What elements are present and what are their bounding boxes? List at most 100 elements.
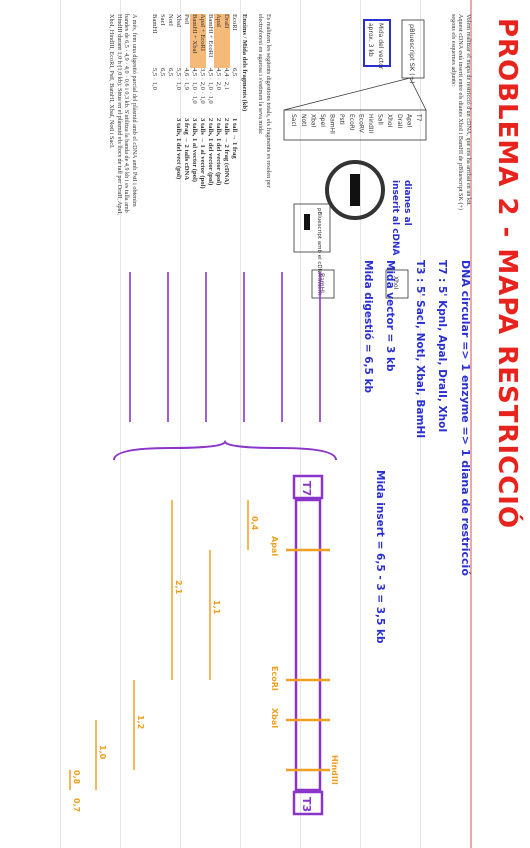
annotation-row: 3 talls → 1 al vector (pol) — [199, 118, 206, 189]
annotation-row: 2 talls, 1 del vector (pol) — [207, 118, 214, 186]
polylinker-site: XhoI — [386, 114, 393, 128]
vector-label: pBluescript SK (+) — [408, 24, 416, 84]
brace — [113, 440, 337, 461]
annotation-row: 3 frag → 2 talls cDNA — [183, 118, 190, 181]
site-bamhi: BamHI — [318, 273, 325, 293]
digest-enzyme: EcoRI — [231, 14, 238, 31]
digest-row: EcoRI 6,5 — [230, 14, 238, 104]
construct-box — [293, 203, 331, 253]
polylinker-site: T7 — [415, 113, 422, 122]
annotation-row: 2 talls, 1 del vector (pol) — [215, 118, 222, 186]
site-label-hindiii: HindIII — [330, 755, 339, 785]
polylinker-list: T7ApaIDraIIXhoISalIHindIIIEcoRVEcoRIPstI… — [290, 113, 422, 134]
pointer-line — [283, 77, 411, 111]
polylinker-site: SpeI — [319, 114, 326, 127]
polylinker-site: SalI — [377, 114, 384, 125]
polylinker-site: PstI — [338, 114, 345, 125]
annotation-row: 3 talls, 1 del vect (pol) — [175, 118, 182, 180]
rule-line — [420, 0, 421, 848]
site-box-bamhi — [311, 269, 335, 299]
note-t3: T3 : 5' SacI, NotI, XbaI, BamHI — [414, 260, 426, 439]
vector-size-label: Mida del vector — [377, 23, 384, 70]
intro-text: Volem realitzar el mapa de restricció d'… — [449, 14, 472, 211]
digest-enzyme: SacI — [159, 14, 166, 26]
rule-line — [360, 0, 361, 848]
rule-line — [300, 0, 301, 848]
site-label-ecori: EcoRI — [270, 666, 279, 691]
construct-insert — [304, 214, 310, 230]
plasmid-circle — [325, 160, 385, 220]
size-label: 1,0 — [98, 745, 107, 760]
note-vector-size: Mida vector = 3 kb — [384, 260, 396, 372]
digest-enzyme: BamHI + XbaI — [190, 14, 198, 68]
digest-sizes: 6,5 — [231, 68, 238, 77]
annotation-row: 1 tall → 1 frag — [231, 118, 238, 159]
vector-size-box — [363, 19, 391, 67]
digest-sizes: 3,5 · 2,0 · 1,0 — [199, 68, 206, 104]
digest-enzyme: DraII — [222, 14, 230, 68]
digest-sizes: 4,4 · 2,1 — [223, 68, 230, 90]
digest-sizes: 4,5 · 1,0 · 1,0 — [207, 68, 214, 104]
note-dianes: dianes al — [402, 180, 412, 226]
polylinker-site: BamHI — [329, 114, 336, 134]
digest-intro: Es realitzen les següents digestions tot… — [257, 14, 272, 188]
construct-caption: pBluescript amb el cDNA inserit — [316, 208, 322, 296]
page-title: PROBLEMA 2 - MAPA RESTRICCIÓ — [492, 18, 522, 530]
footer-text: A més, fem una digestió parcial del plàs… — [108, 14, 138, 215]
digest-sizes: 4,5 · 2,0 — [215, 68, 222, 90]
map-insert-bar — [294, 498, 322, 792]
map-t7-box — [292, 474, 324, 500]
note-dna-circular: DNA circular => 1 enzyme => 1 diana de r… — [459, 260, 472, 576]
rule-line — [60, 0, 61, 848]
digest-enzyme: BamHI — [151, 14, 158, 34]
digest-sizes: 4,6 · 1,9 — [183, 68, 190, 90]
size-label: 1,2 — [136, 715, 145, 729]
note-digest-size: Mida digestió = 6,5 kb — [362, 260, 374, 394]
digest-row: BamHI + XbaI4,5 · 1,0 · 1,0 — [190, 14, 198, 104]
size-label: 0,4 — [250, 516, 259, 531]
construct-diagram: pBluescript amb el cDNA inserit XhoI Bam… — [293, 203, 409, 299]
note-insert-size: Mida insert = 6,5 - 3 = 3,5 kb — [374, 470, 386, 644]
digest-enzyme: PstI — [183, 14, 190, 25]
annotation-row: 2 talls → 2 frag (cDNA) — [223, 118, 230, 185]
digest-enzyme: NotI — [167, 14, 174, 27]
polylinker-site: NotI — [300, 114, 307, 127]
restriction-map: T7 T3 ApaI EcoRI XbaI HindIII 0,4 1,1 2,… — [69, 474, 339, 816]
digest-sizes: 5,5 · 1,0 — [151, 68, 158, 90]
site-label-apai: ApaI — [270, 536, 279, 556]
vector-label-box — [401, 19, 425, 79]
digest-sizes: 4,5 · 1,0 · 1,0 — [191, 68, 198, 104]
polylinker-site: EcoRI — [348, 114, 355, 131]
digest-row: XbaI5,5 · 1,0 — [174, 14, 182, 104]
digest-row: ApaI4,5 · 2,0 — [214, 14, 222, 104]
map-t3-box — [292, 790, 324, 816]
annotation-row: 3 talls, 1 al vector (pol) — [191, 118, 198, 182]
size-label: 0,7 — [72, 798, 81, 812]
insert-block — [350, 174, 360, 206]
digest-enzyme: ApaI — [214, 14, 222, 68]
digest-row: DraII4,4 · 2,1 — [222, 14, 230, 104]
digest-row: BamHI 5,5 · 1,0 — [150, 14, 158, 104]
size-label: 0,8 — [72, 770, 81, 785]
note-t7: T7 : 5' KpnI, ApaI, DraII, XhoI — [436, 260, 448, 433]
digest-row: SacI 6,5 — [158, 14, 166, 104]
site-xhoi: XhoI — [392, 276, 399, 290]
map-t3-label: T3 — [300, 797, 313, 812]
digest-row: ApaI + EcoRI3,5 · 2,0 · 1,0 — [198, 14, 206, 104]
digest-sizes: 6,5 — [159, 68, 166, 77]
polylinker-box — [283, 109, 427, 141]
polylinker-site: XbaI — [309, 114, 316, 128]
rule-line — [120, 0, 121, 848]
map-t7-label: T7 — [300, 481, 313, 496]
digest-enzyme: ApaI + EcoRI — [198, 14, 206, 68]
size-label: 1,1 — [212, 600, 221, 615]
margin-line — [470, 0, 472, 848]
polylinker-site: DraII — [396, 114, 403, 129]
polylinker-site: HindIII — [367, 114, 374, 133]
pointer-line — [409, 77, 427, 111]
digest-sizes: 6,5 — [167, 68, 174, 77]
digest-row: NotI 6,5 — [166, 14, 174, 104]
rule-line — [180, 0, 181, 848]
site-label-xbai: XbaI — [270, 708, 279, 728]
